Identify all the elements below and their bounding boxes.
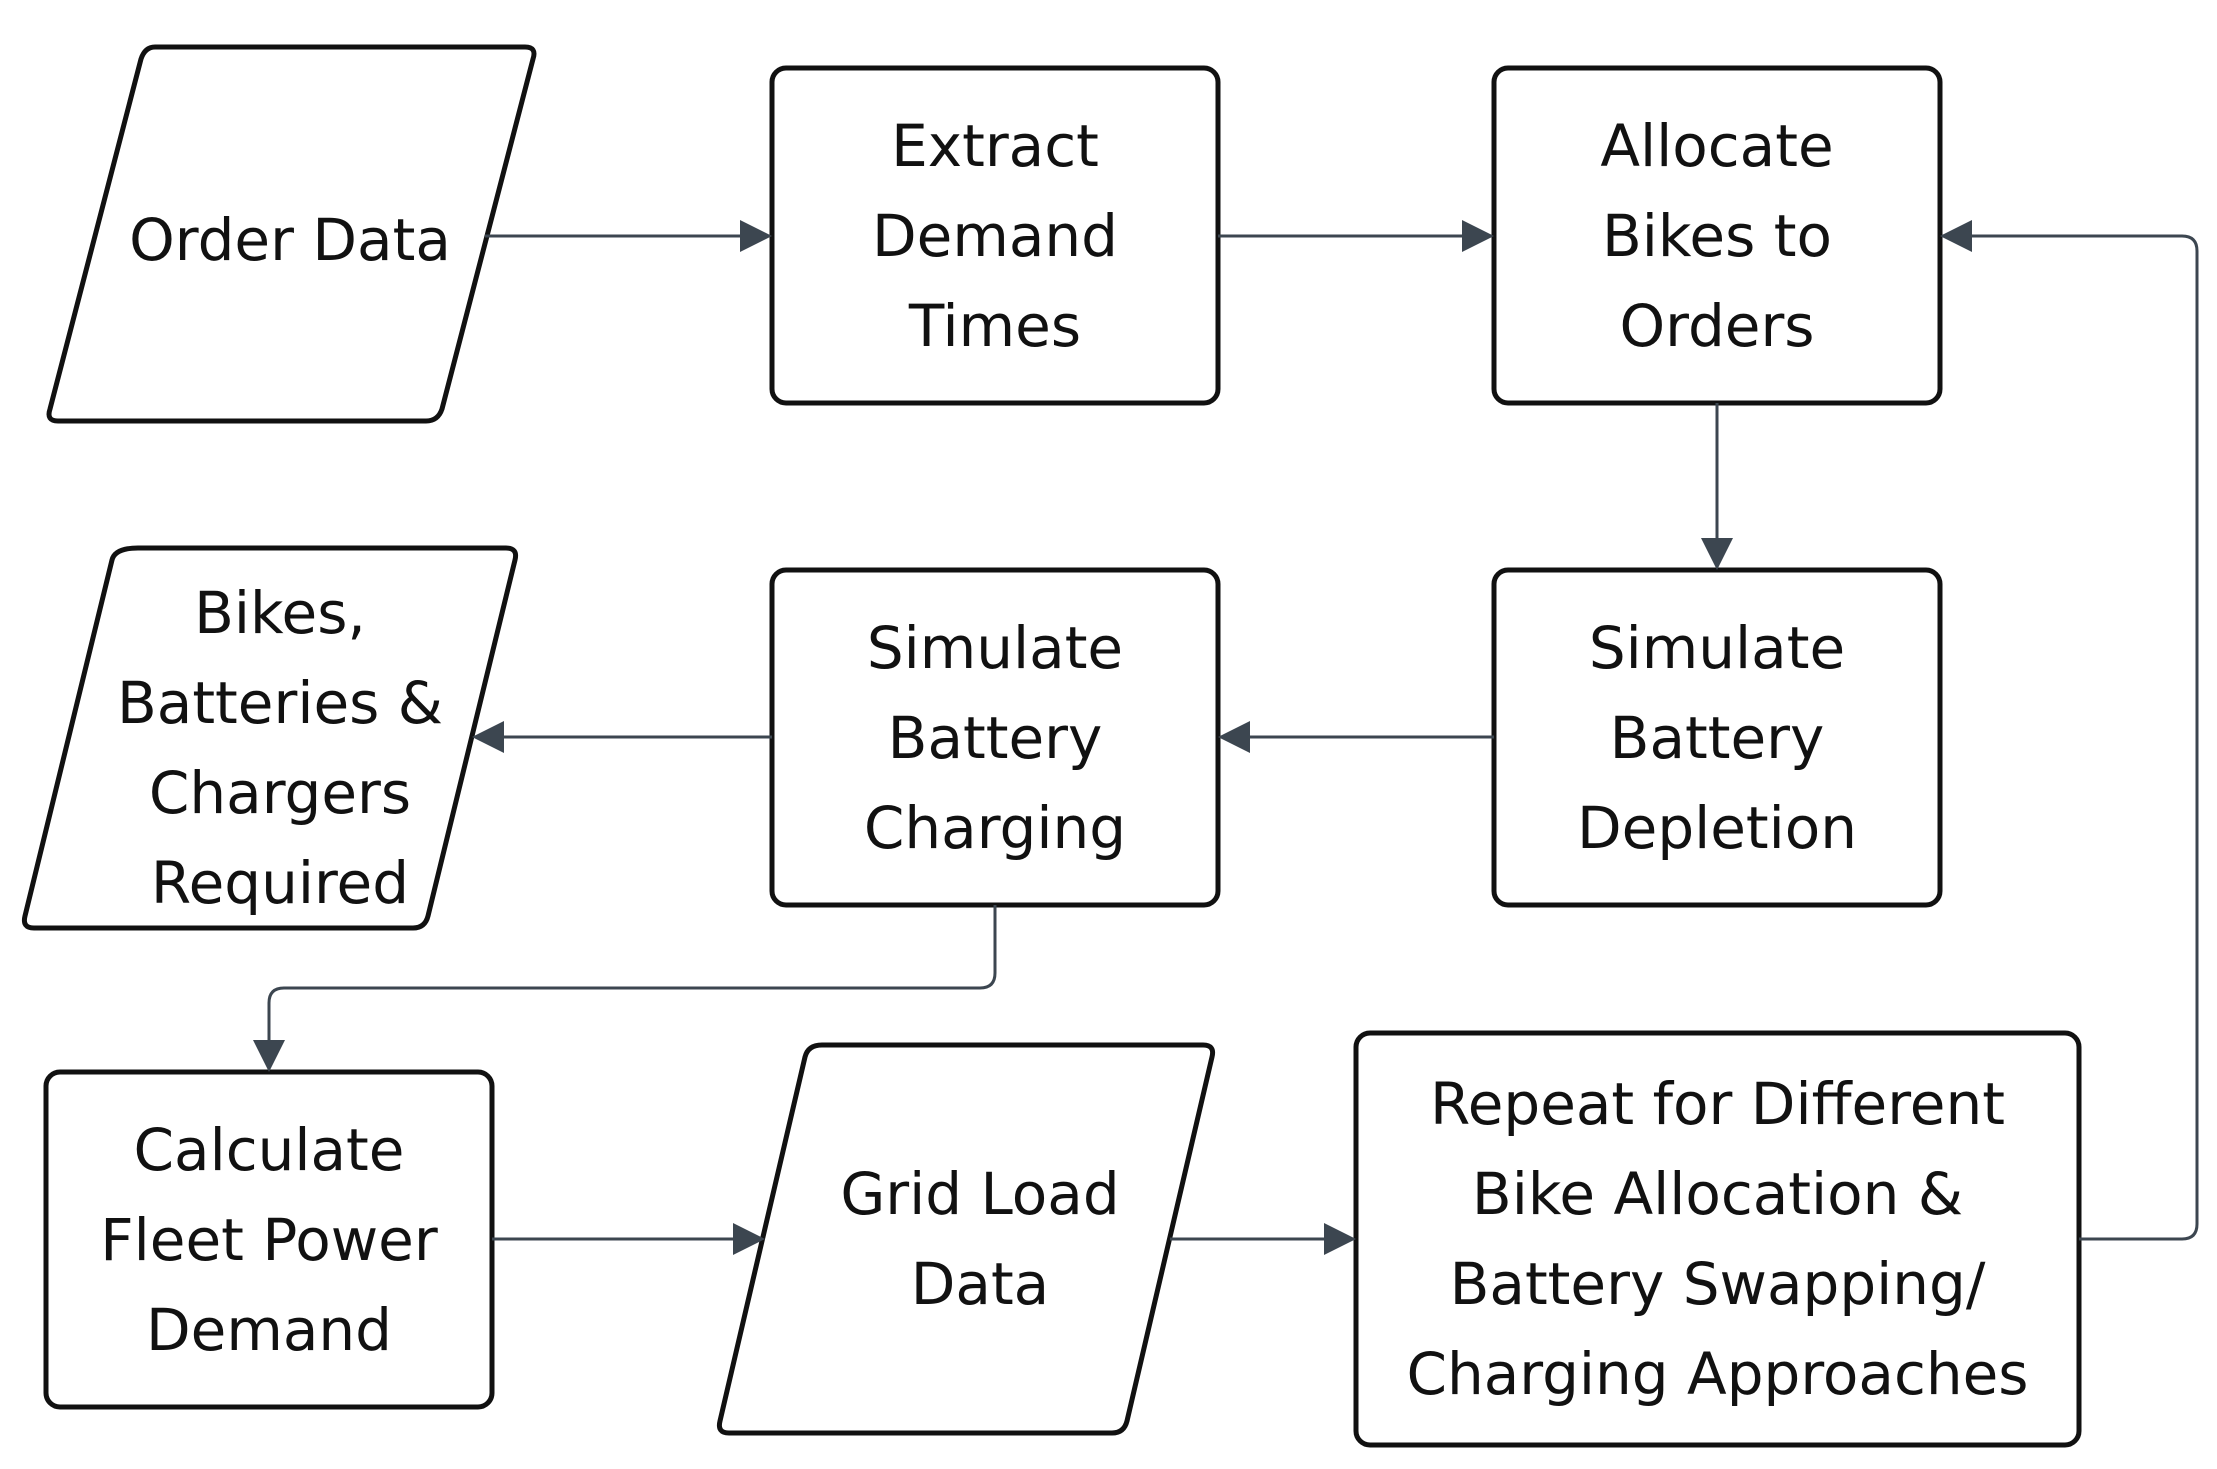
order-data-label: Order Data — [129, 206, 451, 274]
fleet-power-label: Calculate Fleet Power Demand — [100, 1116, 438, 1364]
edge-order-to-extract — [485, 220, 772, 252]
extract-demand-label: Extract Demand Times — [872, 112, 1118, 360]
grid-load-shape — [716, 1042, 1216, 1436]
edge-grid-load-to-repeat — [1170, 1223, 1356, 1255]
edge-allocate-to-depletion — [1701, 403, 1733, 570]
edge-repeat-loop-to-allocate — [1940, 220, 2199, 1241]
resources-required-shape — [21, 545, 519, 931]
edge-charging-to-fleet-power — [253, 905, 997, 1072]
edge-fleet-power-to-grid-load — [492, 1223, 765, 1255]
simulate-charging-label: Simulate Battery Charging — [863, 614, 1127, 862]
order-data-shape — [46, 44, 537, 424]
simulate-depletion-label: Simulate Battery Depletion — [1576, 614, 1858, 862]
edge-depletion-to-charging — [1218, 721, 1494, 753]
repeat-label: Repeat for Different Bike Allocation & B… — [1406, 1070, 2029, 1408]
grid-load-label: Grid Load Data — [840, 1160, 1120, 1318]
edge-extract-to-allocate — [1218, 220, 1494, 252]
allocate-bikes-label: Allocate Bikes to Orders — [1600, 112, 1834, 360]
resources-required-label: Bikes, Batteries & Chargers Required — [116, 579, 444, 917]
edge-charging-to-resources — [472, 721, 772, 753]
